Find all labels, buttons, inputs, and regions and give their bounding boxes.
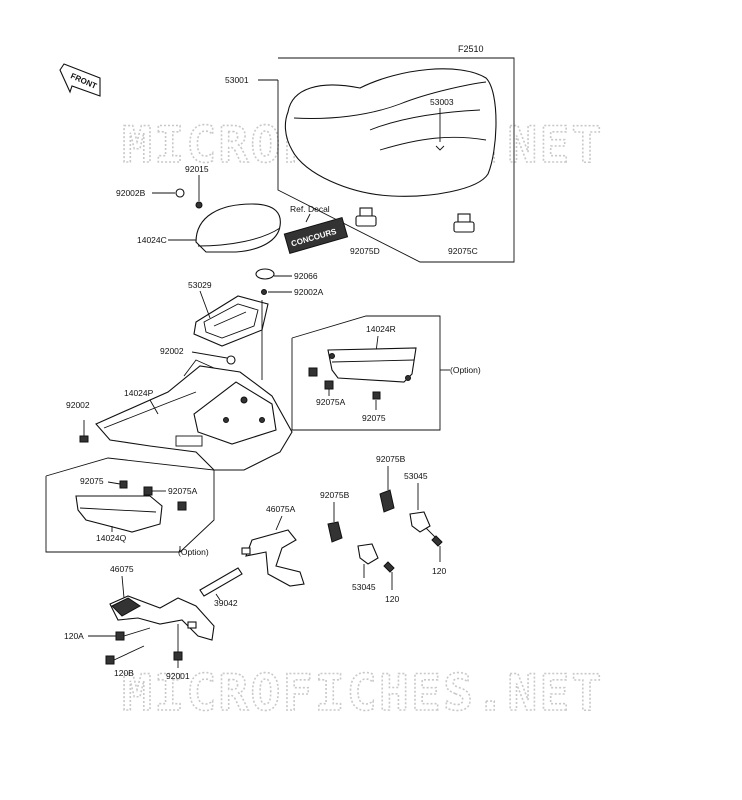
label-120B: 120B <box>114 668 134 678</box>
option-box-right <box>291 315 441 431</box>
option-label-right: (Option) <box>450 365 481 375</box>
label-92075B-mid: 92075B <box>320 490 350 500</box>
label-14024R: 14024R <box>366 324 396 334</box>
label-92002-upper: 92002 <box>160 346 184 356</box>
label-14024Q: 14024Q <box>96 533 127 543</box>
label-53045-right: 53045 <box>404 471 428 481</box>
label-53029: 53029 <box>188 280 212 290</box>
label-92075C: 92075C <box>448 246 478 256</box>
panel-14024R <box>327 347 417 383</box>
cover-14024C <box>195 203 281 253</box>
damper-92075D <box>355 207 377 227</box>
label-53003: 53003 <box>430 97 454 107</box>
label-120-right: 120 <box>432 566 446 576</box>
label-92066: 92066 <box>294 271 318 281</box>
label-14024P: 14024P <box>124 388 154 398</box>
option-box-left <box>45 457 215 553</box>
tail-cover-14024P <box>95 359 293 471</box>
rod-39042 <box>199 567 243 597</box>
seat-part <box>284 68 497 197</box>
cap-92066 <box>255 268 275 280</box>
label-53001: 53001 <box>225 75 249 85</box>
label-92075A-left: 92075A <box>168 486 198 496</box>
label-39042: 39042 <box>214 598 238 608</box>
label-120A: 120A <box>64 631 84 641</box>
label-92001: 92001 <box>166 671 190 681</box>
seat-assembly-frame <box>277 57 515 263</box>
label-92002A: 92002A <box>294 287 324 297</box>
bracket-46075 <box>109 595 215 641</box>
figure-code: F2510 <box>458 44 484 54</box>
panel-14024Q <box>75 495 163 533</box>
label-14024C: 14024C <box>137 235 167 245</box>
option-label-left: (Option) <box>178 547 209 557</box>
label-92075-left: 92075 <box>80 476 104 486</box>
label-92002-left: 92002 <box>66 400 90 410</box>
bracket-46075A <box>241 529 305 587</box>
label-46075: 46075 <box>110 564 134 574</box>
damper-92075C <box>453 213 475 233</box>
label-92015: 92015 <box>185 164 209 174</box>
label-92002B: 92002B <box>116 188 146 198</box>
label-92075D: 92075D <box>350 246 380 256</box>
watermark-bottom: MICROFICHES.NET <box>122 664 604 722</box>
label-46075A: 46075A <box>266 504 296 514</box>
ref-decal-label: Ref. Decal <box>290 204 330 214</box>
carrier-53029 <box>193 295 269 347</box>
label-92075B-right: 92075B <box>376 454 406 464</box>
concours-decal: CONCOURS <box>283 216 349 254</box>
label-120-mid: 120 <box>385 594 399 604</box>
front-arrow-icon: FRONT <box>59 63 101 97</box>
label-92075A-right: 92075A <box>316 397 346 407</box>
label-92075-right: 92075 <box>362 413 386 423</box>
label-53045-mid: 53045 <box>352 582 376 592</box>
